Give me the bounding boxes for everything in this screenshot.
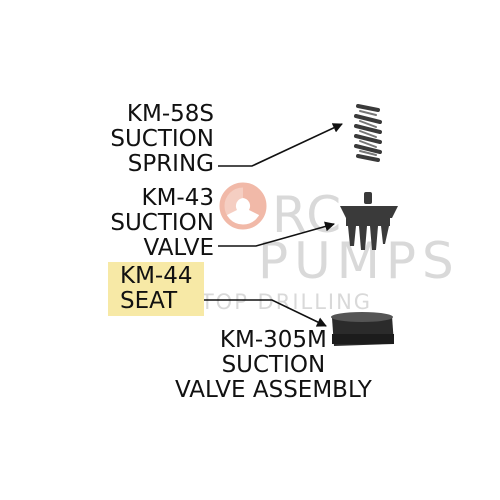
- seat-label-line1: KM-44: [120, 263, 193, 289]
- spring-label-line3: SPRING: [127, 151, 214, 177]
- watermark-text-pumps: PUMPS: [258, 232, 460, 290]
- seat-part: [331, 312, 394, 346]
- spring-label: KM-58S SUCTION SPRING: [110, 102, 214, 177]
- spring-label-line2: SUCTION: [110, 126, 214, 152]
- seat-label-line2: SEAT: [120, 288, 178, 314]
- valve-label-line1: KM-43: [141, 185, 215, 211]
- valve-label: KM-43 SUCTION VALVE: [110, 186, 214, 261]
- spring-leader-arrow: [218, 123, 343, 167]
- suction-spring-part: [354, 104, 382, 162]
- valve-leader-arrow: [218, 221, 335, 247]
- valve-label-line3: VALVE: [143, 235, 214, 261]
- seat-label: KM-44 SEAT: [108, 262, 204, 316]
- assembly-label: KM-305M SUCTION VALVE ASSEMBLY: [175, 328, 372, 403]
- watermark-text-rc: RC: [272, 186, 344, 244]
- spring-label-line1: KM-58S: [126, 101, 214, 127]
- suction-valve-part: [340, 192, 398, 250]
- assembly-label-line3: VALVE ASSEMBLY: [175, 377, 372, 403]
- assembly-label-line2: SUCTION: [221, 352, 326, 378]
- assembly-label-line1: KM-305M: [219, 327, 327, 353]
- valve-label-line2: SUCTION: [110, 210, 214, 236]
- seat-leader-arrow: [194, 299, 327, 327]
